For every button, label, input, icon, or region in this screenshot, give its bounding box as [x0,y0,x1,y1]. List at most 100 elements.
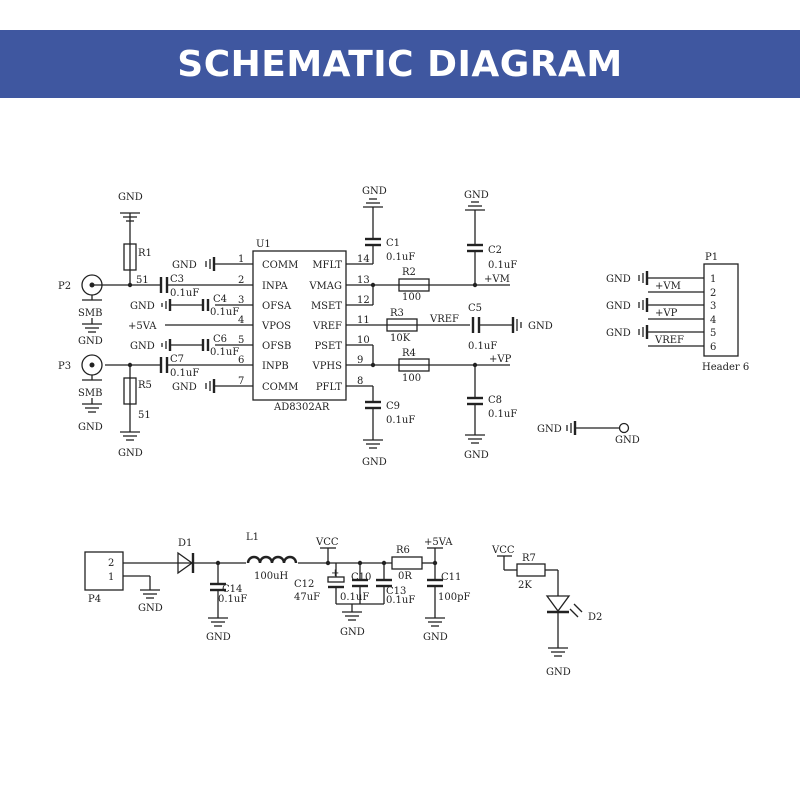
d2-label: D2 [588,612,602,623]
inductor-l1: L1 100uH [246,532,298,582]
resistor-r2: R2 100 +VM [370,267,510,305]
ground-stubs-left: GND GND [172,257,216,393]
c8-ref: C8 [488,395,502,406]
net-vp: +VP [489,354,512,365]
c14-ref: C14 [222,584,242,595]
c7-ref: C7 [170,354,184,365]
c9-val: 0.1uF [386,415,415,426]
l1-value: 100uH [254,571,289,582]
pin-name-14: MFLT [312,260,342,271]
pin-name-6: INPB [262,361,289,372]
pin-num-3: 3 [238,295,244,306]
c14-val: 0.1uF [218,594,247,605]
gnd-label: GND [130,301,155,312]
gnd-label: GND [546,667,571,678]
pin-num-9: 9 [357,355,363,366]
net-5va: +5VA [424,537,453,548]
c10-ref: C10 [351,572,371,583]
title-banner: SCHEMATIC DIAGRAM [0,30,800,98]
p4-label: P4 [88,594,101,605]
c4-val: 0.1uF [210,307,239,318]
gnd-label: GND [172,382,197,393]
pin-name-13: VMAG [308,281,342,292]
gnd-label: GND [172,260,197,271]
smb-label: SMB [78,308,102,319]
cap-c9: GND C9 0.1uF [362,386,415,468]
p4-pin-2: 2 [108,558,114,569]
c9-ref: C9 [386,401,400,412]
net-vm: +VM [484,274,510,285]
net-5va: +5VA [128,321,157,332]
ic-part: AD8302AR [273,402,330,413]
c2-ref: C2 [488,245,502,256]
header-p1: P1 Header 6 GND GND GND 1 2 3 4 5 6 +VM … [606,252,749,373]
gnd-label: GND [130,341,155,352]
vcc-label: VCC [315,537,339,548]
header6-label: Header 6 [702,362,749,373]
c4-ref: C4 [213,294,227,305]
c6-ref: C6 [213,334,227,345]
pin-num-14: 14 [357,254,370,265]
c13-ref: C13 [386,586,406,597]
c7-val: 0.1uF [170,368,199,379]
gnd-label: GND [138,603,163,614]
pin-num-8: 8 [357,376,363,387]
c3-ref: C3 [170,274,184,285]
header-signal-4: +VP [655,308,678,319]
c5-ref: C5 [468,303,482,314]
pin-name-7: COMM [262,382,298,393]
r2-val: 100 [402,292,421,303]
r1-ref: R1 [138,248,152,259]
p3-label: P3 [58,361,71,372]
r1-val: 51 [136,275,149,286]
led-circuit: VCC R7 2K D2 GND [491,545,602,678]
pin-name-1: COMM [262,260,298,271]
r4-ref: R4 [402,348,416,359]
d1-label: D1 [178,538,192,549]
r6-val: 0R [398,571,412,582]
ic-ref: U1 [256,239,271,250]
c11-val: 100pF [438,592,470,603]
pin-num-5: 5 [238,335,244,346]
vcc-rail: VCC [315,537,438,566]
c11-ref: C11 [441,572,461,583]
pin-num-10: 10 [357,335,370,346]
ground-c12-c10-c13: GND [336,603,384,638]
pin-name-12: MSET [311,301,342,312]
pin-num-2: 2 [238,275,244,286]
pin-num-7: 7 [238,376,244,387]
r5-val: 51 [138,410,151,421]
gnd-label: GND [606,274,631,285]
gnd-label: GND [464,450,489,461]
gnd-label: GND [606,328,631,339]
c2-val: 0.1uF [488,260,517,271]
cap-c13: C13 0.1uF [376,560,415,606]
r6-ref: R6 [396,545,410,556]
cap-c14: GND C14 0.1uF [206,560,247,643]
pin-name-9: VPHS [311,361,342,372]
header-pin-6: 6 [710,342,716,353]
gnd-label: GND [423,632,448,643]
gnd-tie: GND GND [537,421,640,446]
r7-ref: R7 [522,553,536,564]
pin-num-11: 11 [357,315,370,326]
l1-label: L1 [246,532,259,543]
header-pin-5: 5 [710,328,716,339]
pin-name-5: OFSB [262,341,291,352]
p4-pin-1: 1 [108,572,114,583]
resistor-r4: R4 100 +VP [370,345,512,384]
gnd-label: GND [537,424,562,435]
pin-num-12: 12 [357,295,370,306]
cap-c6: GND C6 0.1uF [130,334,239,358]
gnd-label: GND [206,632,231,643]
gnd-label: GND [615,435,640,446]
cap-c7: C7 0.1uF [159,354,199,379]
p2-label: P2 [58,281,71,292]
cap-c3: C3 0.1uF [159,274,199,299]
gnd-label: GND [606,301,631,312]
cap-c11: +5VA GND C11 100pF [423,537,470,643]
page-title: SCHEMATIC DIAGRAM [177,43,623,85]
header-pin-1: 1 [710,274,716,285]
cap-c12: + C12 47uF [294,563,345,604]
